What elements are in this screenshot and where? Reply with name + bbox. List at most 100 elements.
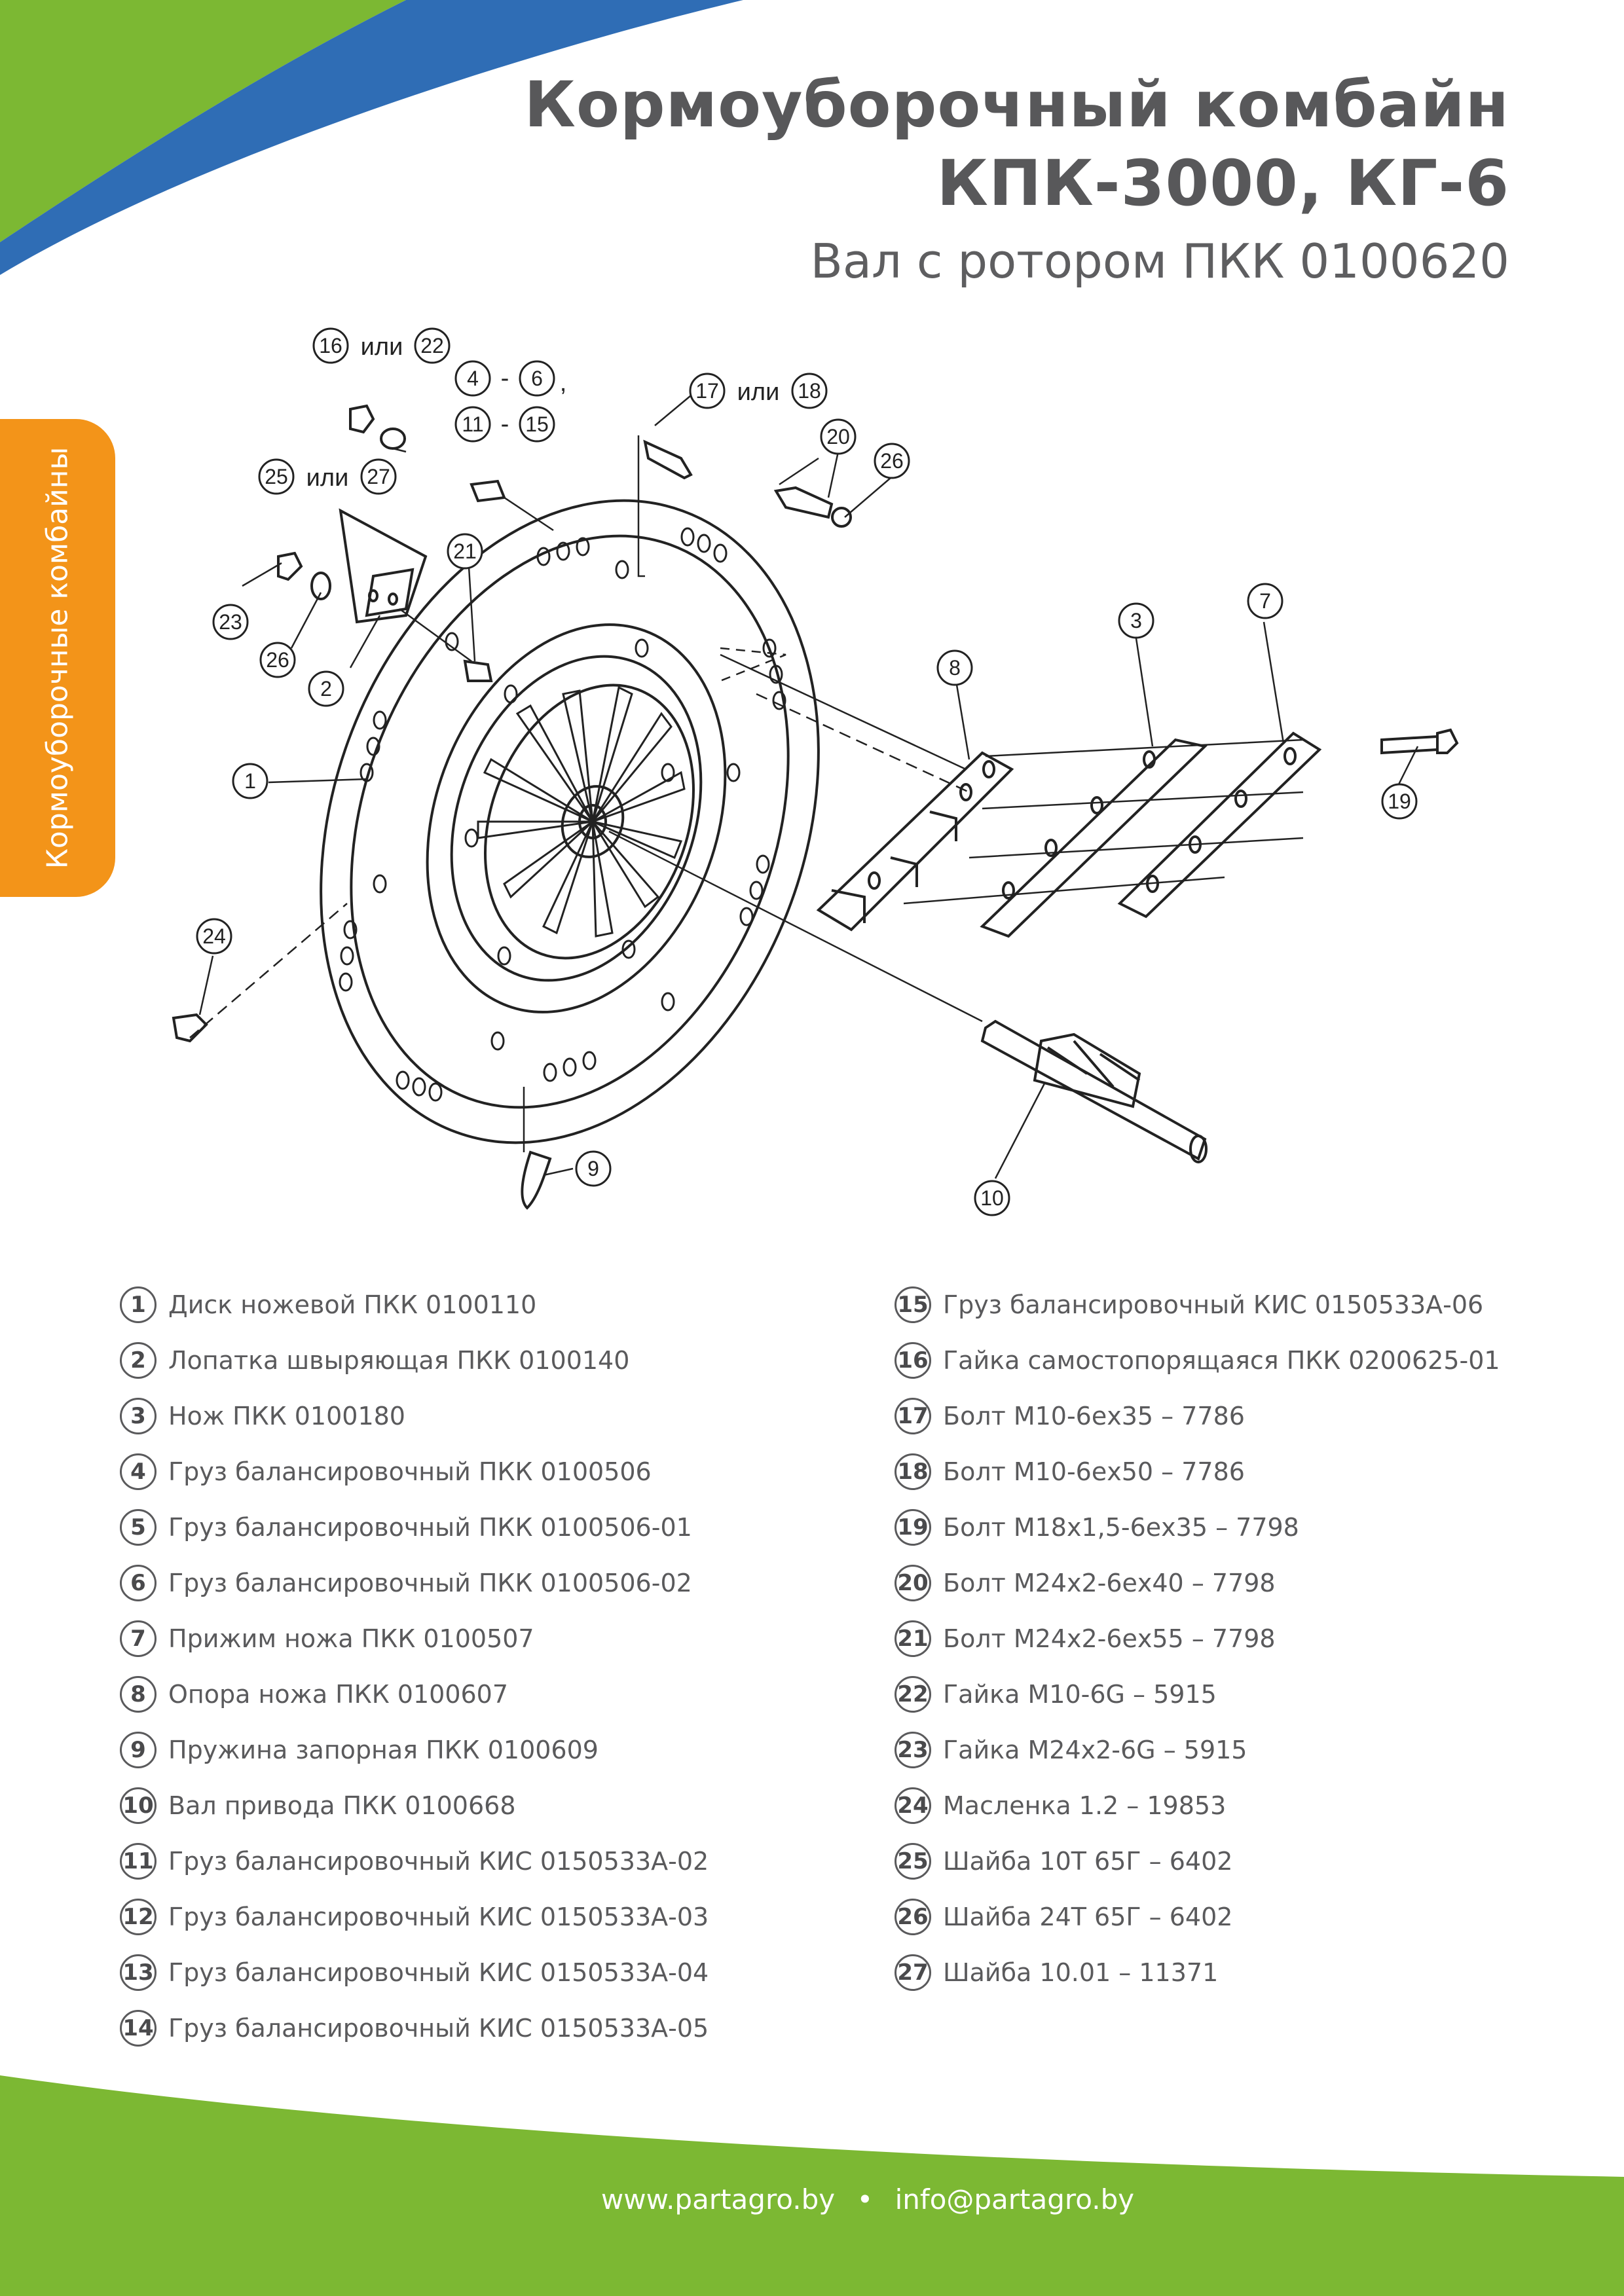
part-number: 5 (120, 1508, 157, 1546)
part-name: Груз балансировочный ПКК 0100506-01 (168, 1512, 692, 1542)
callout-or-2: или (306, 464, 349, 492)
part-number: 21 (895, 1620, 931, 1657)
part-name: Болт М24х2-6ех55 – 7798 (943, 1624, 1276, 1653)
side-category-tab: Кормоуборочные комбайны (0, 419, 115, 897)
part-name: Масленка 1.2 – 19853 (943, 1791, 1227, 1820)
callout-9: 9 (587, 1157, 599, 1180)
footer-separator: • (857, 2183, 874, 2215)
callout-3: 3 (1130, 609, 1142, 632)
part-number: 6 (120, 1564, 157, 1601)
part-name: Груз балансировочный ПКК 0100506 (168, 1457, 652, 1486)
part-row: 6 Груз балансировочный ПКК 0100506-02 (120, 1555, 709, 1611)
part-name: Шайба 10Т 65Г – 6402 (943, 1846, 1233, 1876)
callout-24: 24 (202, 924, 226, 948)
part-name: Болт М10-6ех50 – 7786 (943, 1457, 1245, 1486)
part-number: 4 (120, 1453, 157, 1490)
callout-17: 17 (695, 379, 719, 403)
part-row: 16 Гайка самостопорящаяся ПКК 0200625-01 (895, 1332, 1500, 1388)
callout-27: 27 (367, 465, 390, 488)
part-name: Диск ножевой ПКК 0100110 (168, 1290, 537, 1319)
part-number: 26 (895, 1898, 931, 1935)
title-block: Кормоуборочный комбайн КПК-3000, КГ-6 Ва… (396, 65, 1509, 297)
bottom-wave-decoration (0, 2075, 1624, 2296)
part-name: Прижим ножа ПКК 0100507 (168, 1624, 534, 1653)
page-title-line-2: КПК-3000, КГ-6 (936, 147, 1509, 220)
part-number: 16 (895, 1341, 931, 1379)
part-number: 17 (895, 1397, 931, 1434)
callout-16: 16 (319, 334, 342, 357)
part-row: 1 Диск ножевой ПКК 0100110 (120, 1277, 709, 1332)
callout-4: 4 (467, 367, 479, 390)
top-swoosh-decoration (0, 0, 743, 275)
part-name: Пружина запорная ПКК 0100609 (168, 1735, 599, 1764)
callout-6: 6 (531, 367, 543, 390)
disc-rim-holes (339, 527, 786, 1102)
part-number: 13 (120, 1954, 157, 1991)
callout-21: 21 (453, 539, 477, 563)
callout-2: 2 (320, 677, 332, 701)
parts-list-left: 1 Диск ножевой ПКК 0100110 2 Лопатка швыря… (120, 1277, 709, 2056)
part-name: Гайка самостопорящаяся ПКК 0200625-01 (943, 1345, 1500, 1375)
callout-26-a: 26 (880, 449, 904, 473)
part-name: Болт М18х1,5-6ех35 – 7798 (943, 1512, 1299, 1542)
part-number: 1 (120, 1286, 157, 1323)
callout-19: 19 (1388, 790, 1411, 813)
part-row: 4 Груз балансировочный ПКК 0100506 (120, 1444, 709, 1499)
callout-26-b: 26 (266, 648, 289, 672)
part-name: Груз балансировочный ПКК 0100506-02 (168, 1568, 692, 1597)
callout-15: 15 (525, 412, 549, 436)
leader-lines (189, 392, 1419, 1179)
callout-10: 10 (980, 1186, 1004, 1210)
part-name: Груз балансировочный КИС 0150533А-04 (168, 1958, 709, 1987)
part-number: 14 (120, 2009, 157, 2047)
part-name: Груз балансировочный КИС 0150533А-03 (168, 1902, 709, 1931)
callout-25: 25 (265, 465, 288, 488)
part-number: 3 (120, 1397, 157, 1434)
part-number: 27 (895, 1954, 931, 1991)
part-row: 2 Лопатка швыряющая ПКК 0100140 (120, 1332, 709, 1388)
part-number: 19 (895, 1508, 931, 1546)
callout-circles (196, 327, 1418, 1216)
part-row: 13 Груз балансировочный КИС 0150533А-04 (120, 1944, 709, 2000)
small-hardware (172, 404, 852, 1210)
knife-disc (320, 499, 820, 1144)
part-name: Лопатка швыряющая ПКК 0100140 (168, 1345, 630, 1375)
email-link[interactable]: info@partagro.by (895, 2183, 1135, 2215)
part-number: 10 (120, 1787, 157, 1824)
part-number: 24 (895, 1787, 931, 1824)
knife-assembly (816, 731, 1322, 938)
page-title-line-1: Кормоуборочный комбайн (524, 68, 1509, 141)
website-link[interactable]: www.partagro.by (600, 2183, 836, 2215)
part-number: 23 (895, 1731, 931, 1768)
part-number: 8 (120, 1675, 157, 1713)
part-row: 24 Масленка 1.2 – 19853 (895, 1777, 1500, 1833)
part-name: Груз балансировочный КИС 0150533А-06 (943, 1290, 1484, 1319)
part-name: Болт М24х2-6ех40 – 7798 (943, 1568, 1276, 1597)
part-name: Груз балансировочный КИС 0150533А-02 (168, 1846, 709, 1876)
callout-labels: 16 или 22 4 - 6 , 11 - 15 25 или 27 17 и… (202, 333, 1411, 1210)
callout-11: 11 (462, 412, 483, 436)
part-row: 19 Болт М18х1,5-6ех35 – 7798 (895, 1499, 1500, 1555)
callout-18: 18 (798, 379, 821, 403)
callout-dash-2: - (501, 410, 509, 438)
part-number: 9 (120, 1731, 157, 1768)
part-number: 2 (120, 1341, 157, 1379)
callout-23: 23 (219, 610, 242, 634)
part-name: Груз балансировочный КИС 0150533А-05 (168, 2013, 709, 2043)
bolt-19 (1380, 728, 1459, 755)
assembly-diagram: 16 или 22 4 - 6 , 11 - 15 25 или 27 17 и… (172, 327, 1459, 1216)
part-name: Гайка М24х2-6G – 5915 (943, 1735, 1247, 1764)
